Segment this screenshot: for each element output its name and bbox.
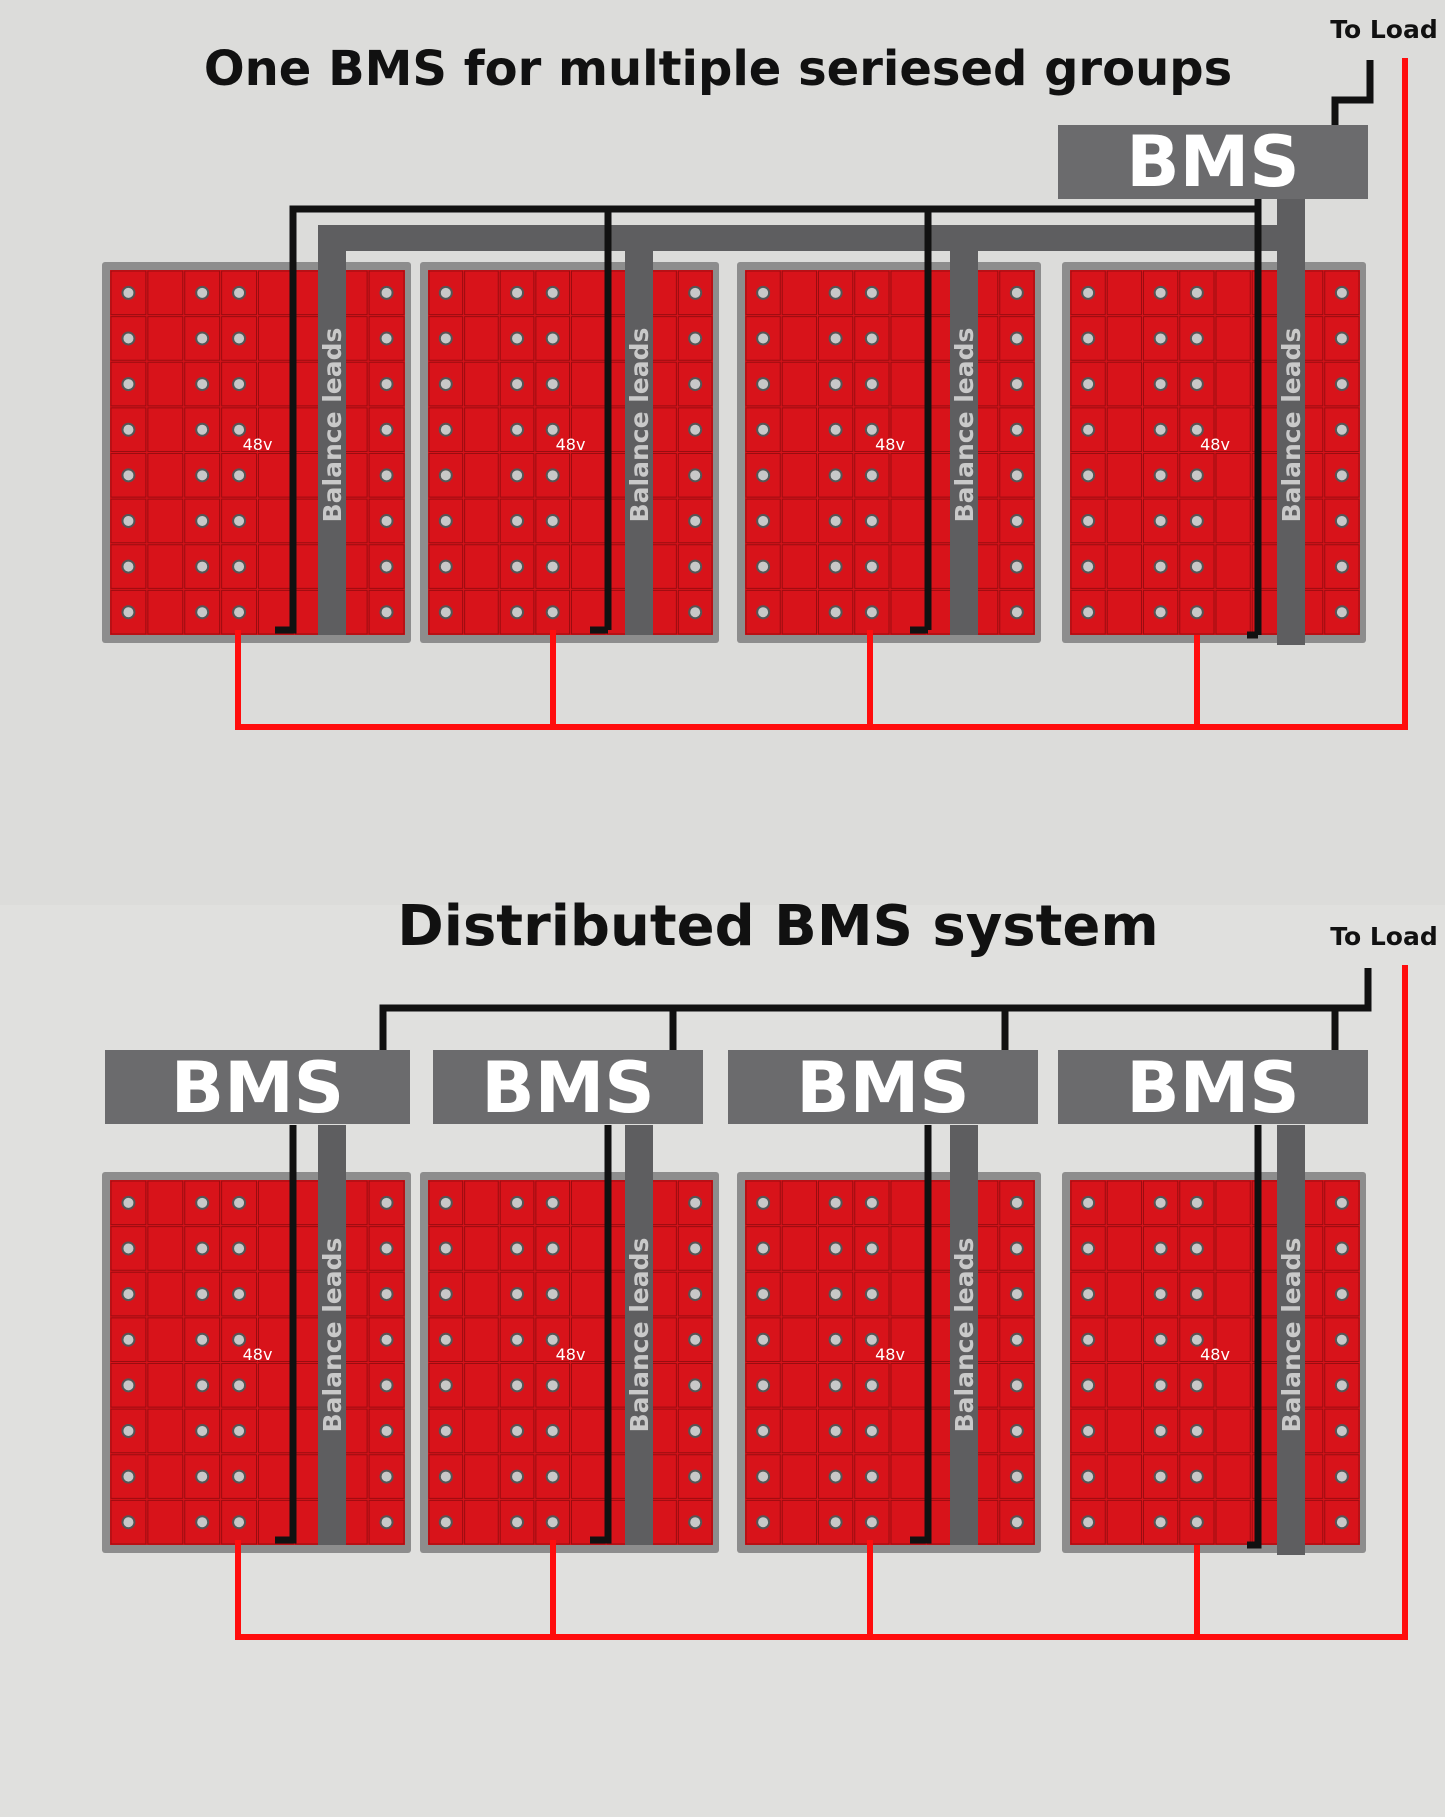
bms-box-2 <box>433 1050 703 1124</box>
bottom-battery-module-1: 48v <box>102 1172 411 1553</box>
bottom-battery-module-3: 48v <box>737 1172 1041 1553</box>
bottom-module-voltage-4: 48v <box>1200 1345 1230 1364</box>
bottom-balance-leads-label-1: Balance leads <box>318 1238 347 1433</box>
bms-box-4 <box>1058 1050 1368 1124</box>
bottom-comm-bus <box>379 968 1372 1052</box>
top-panel: One BMS for multiple seriesed groups To … <box>102 15 1438 730</box>
top-module-voltage-1: 48v <box>243 435 273 454</box>
bottom-panel-title: Distributed BMS system <box>397 894 1158 959</box>
bottom-sense-wires <box>275 1125 1262 1549</box>
bottom-bms-units: BMS BMS BMS BMS <box>105 1047 1368 1129</box>
top-sense-wires <box>275 60 1374 639</box>
top-power-wires <box>235 58 1408 730</box>
bottom-battery-module-4: 48v <box>1062 1172 1366 1553</box>
bottom-power-wires <box>235 965 1408 1640</box>
top-module-voltage-2: 48v <box>556 435 586 454</box>
top-balance-leads-label-4: Balance leads <box>1277 328 1306 523</box>
bottom-module-voltage-1: 48v <box>243 1345 273 1364</box>
top-bms-label: BMS <box>1126 121 1299 203</box>
bottom-module-voltage-2: 48v <box>556 1345 586 1364</box>
top-to-load-label: To Load <box>1330 15 1437 44</box>
top-balance-leads-label-3: Balance leads <box>950 328 979 523</box>
bottom-panel: Distributed BMS system To Load 48v 48v 48v… <box>102 894 1438 1640</box>
bottom-balance-leads-label-2: Balance leads <box>625 1238 654 1433</box>
bms-label-3: BMS <box>796 1047 969 1129</box>
top-battery-module-1: 48v <box>102 262 411 643</box>
bottom-balance-bars <box>318 1125 1305 1555</box>
top-balance-bus <box>318 195 1305 645</box>
top-balance-leads-label-1: Balance leads <box>318 328 347 523</box>
top-battery-module-2: 48v <box>420 262 719 643</box>
bms-box-3 <box>728 1050 1038 1124</box>
top-balance-lead-labels: Balance leads Balance leads Balance leads B… <box>318 328 1306 523</box>
bottom-module-voltage-3: 48v <box>875 1345 905 1364</box>
bottom-to-load-label: To Load <box>1330 922 1437 951</box>
top-module-voltage-4: 48v <box>1200 435 1230 454</box>
bottom-balance-leads-label-4: Balance leads <box>1277 1238 1306 1433</box>
top-battery-module-3: 48v <box>737 262 1041 643</box>
bottom-battery-module-2: 48v <box>420 1172 719 1553</box>
bms-label-2: BMS <box>481 1047 654 1129</box>
bottom-balance-lead-labels: Balance leads Balance leads Balance leads B… <box>318 1238 1306 1433</box>
top-panel-title: One BMS for multiple seriesed groups <box>204 41 1232 97</box>
top-module-voltage-3: 48v <box>875 435 905 454</box>
top-battery-module-4: 48v <box>1062 262 1366 643</box>
bms-label-1: BMS <box>171 1047 344 1129</box>
top-bms-box <box>1058 125 1368 199</box>
bms-box-1 <box>105 1050 410 1124</box>
bms-label-4: BMS <box>1126 1047 1299 1129</box>
bottom-balance-leads-label-3: Balance leads <box>950 1238 979 1433</box>
top-balance-leads-label-2: Balance leads <box>625 328 654 523</box>
